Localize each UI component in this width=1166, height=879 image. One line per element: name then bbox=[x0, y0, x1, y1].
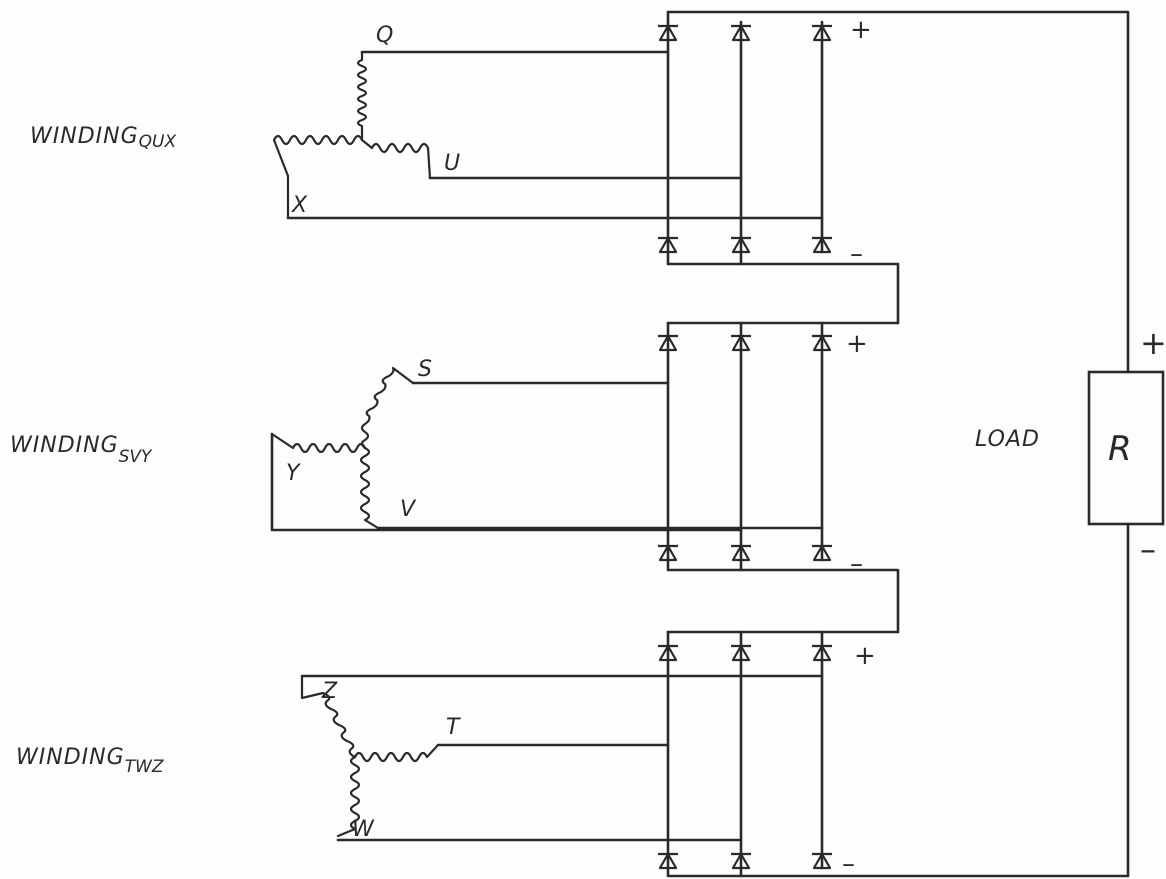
coil-q bbox=[356, 50, 368, 142]
terminal-w-label: W bbox=[352, 817, 375, 842]
bridge3-minus-sign: – bbox=[842, 849, 855, 879]
terminal-v-label: V bbox=[400, 497, 417, 522]
coil-w bbox=[336, 755, 361, 838]
wire-y bbox=[270, 432, 743, 532]
diode-b1-bot-1 bbox=[658, 236, 678, 254]
winding-qux: Q U X bbox=[272, 23, 460, 220]
diode-b2-top-1 bbox=[658, 334, 678, 352]
load-label: LOAD bbox=[975, 427, 1040, 452]
coil-y bbox=[270, 432, 367, 454]
diode-b2-bot-3 bbox=[812, 544, 832, 562]
diode-b3-top-1 bbox=[658, 644, 678, 662]
diode-b1-top-2 bbox=[731, 24, 751, 42]
terminal-y-label: Y bbox=[286, 461, 301, 486]
bridge2-plus-sign: + bbox=[846, 329, 868, 359]
load-plus-sign: + bbox=[1140, 324, 1166, 362]
diode-b3-bot-1 bbox=[658, 852, 678, 870]
coil-v bbox=[359, 446, 380, 530]
terminal-s-label: S bbox=[418, 357, 432, 382]
coil-z bbox=[300, 674, 357, 759]
winding-twz-label: WINDINGTWZ bbox=[16, 745, 164, 777]
coil-u bbox=[360, 138, 432, 180]
resistor-label: R bbox=[1108, 429, 1132, 469]
winding-twz: Z T W bbox=[300, 674, 461, 842]
diode-b3-top-2 bbox=[731, 644, 751, 662]
diode-b1-bot-3 bbox=[812, 236, 832, 254]
wiring bbox=[270, 10, 1130, 878]
bridge2-minus-sign: – bbox=[850, 549, 863, 579]
bridge3-plus-sign: + bbox=[854, 641, 876, 671]
diode-b2-bot-1 bbox=[658, 544, 678, 562]
winding-svy-label: WINDINGSVY bbox=[10, 433, 153, 467]
bridge1-plus-sign: + bbox=[850, 15, 872, 45]
diode-b1-top-1 bbox=[658, 24, 678, 42]
diode-b2-bot-2 bbox=[731, 544, 751, 562]
diode-b2-top-2 bbox=[731, 334, 751, 352]
bridge1-minus-rail bbox=[666, 250, 900, 325]
terminal-q-label: Q bbox=[376, 23, 393, 48]
bridge2-minus-rail bbox=[666, 558, 900, 634]
winding-qux-label: WINDINGQUX bbox=[30, 124, 176, 152]
diode-b1-bot-2 bbox=[731, 236, 751, 254]
coil-x bbox=[272, 134, 364, 220]
load-resistor-box bbox=[1087, 370, 1165, 526]
load: R LOAD + – bbox=[975, 324, 1166, 568]
terminal-z-label: Z bbox=[321, 679, 338, 704]
diode-b3-top-3 bbox=[812, 644, 832, 662]
bridge1-plus-rail bbox=[666, 10, 1130, 374]
load-minus-sign: – bbox=[1140, 530, 1156, 568]
diode-b3-bot-2 bbox=[731, 852, 751, 870]
diodes bbox=[658, 24, 832, 870]
diode-b2-top-3 bbox=[812, 334, 832, 352]
diode-b3-bot-3 bbox=[812, 852, 832, 870]
bridge1-minus-sign: – bbox=[850, 239, 863, 269]
coil-s bbox=[360, 366, 415, 450]
coil-t bbox=[353, 743, 440, 763]
diode-b1-top-3 bbox=[812, 24, 832, 42]
bridge3-minus-rail bbox=[666, 522, 1130, 878]
winding-svy: S Y V bbox=[270, 357, 432, 530]
terminal-t-label: T bbox=[446, 715, 461, 740]
terminal-u-label: U bbox=[444, 151, 460, 176]
terminal-x-label: X bbox=[291, 193, 308, 218]
